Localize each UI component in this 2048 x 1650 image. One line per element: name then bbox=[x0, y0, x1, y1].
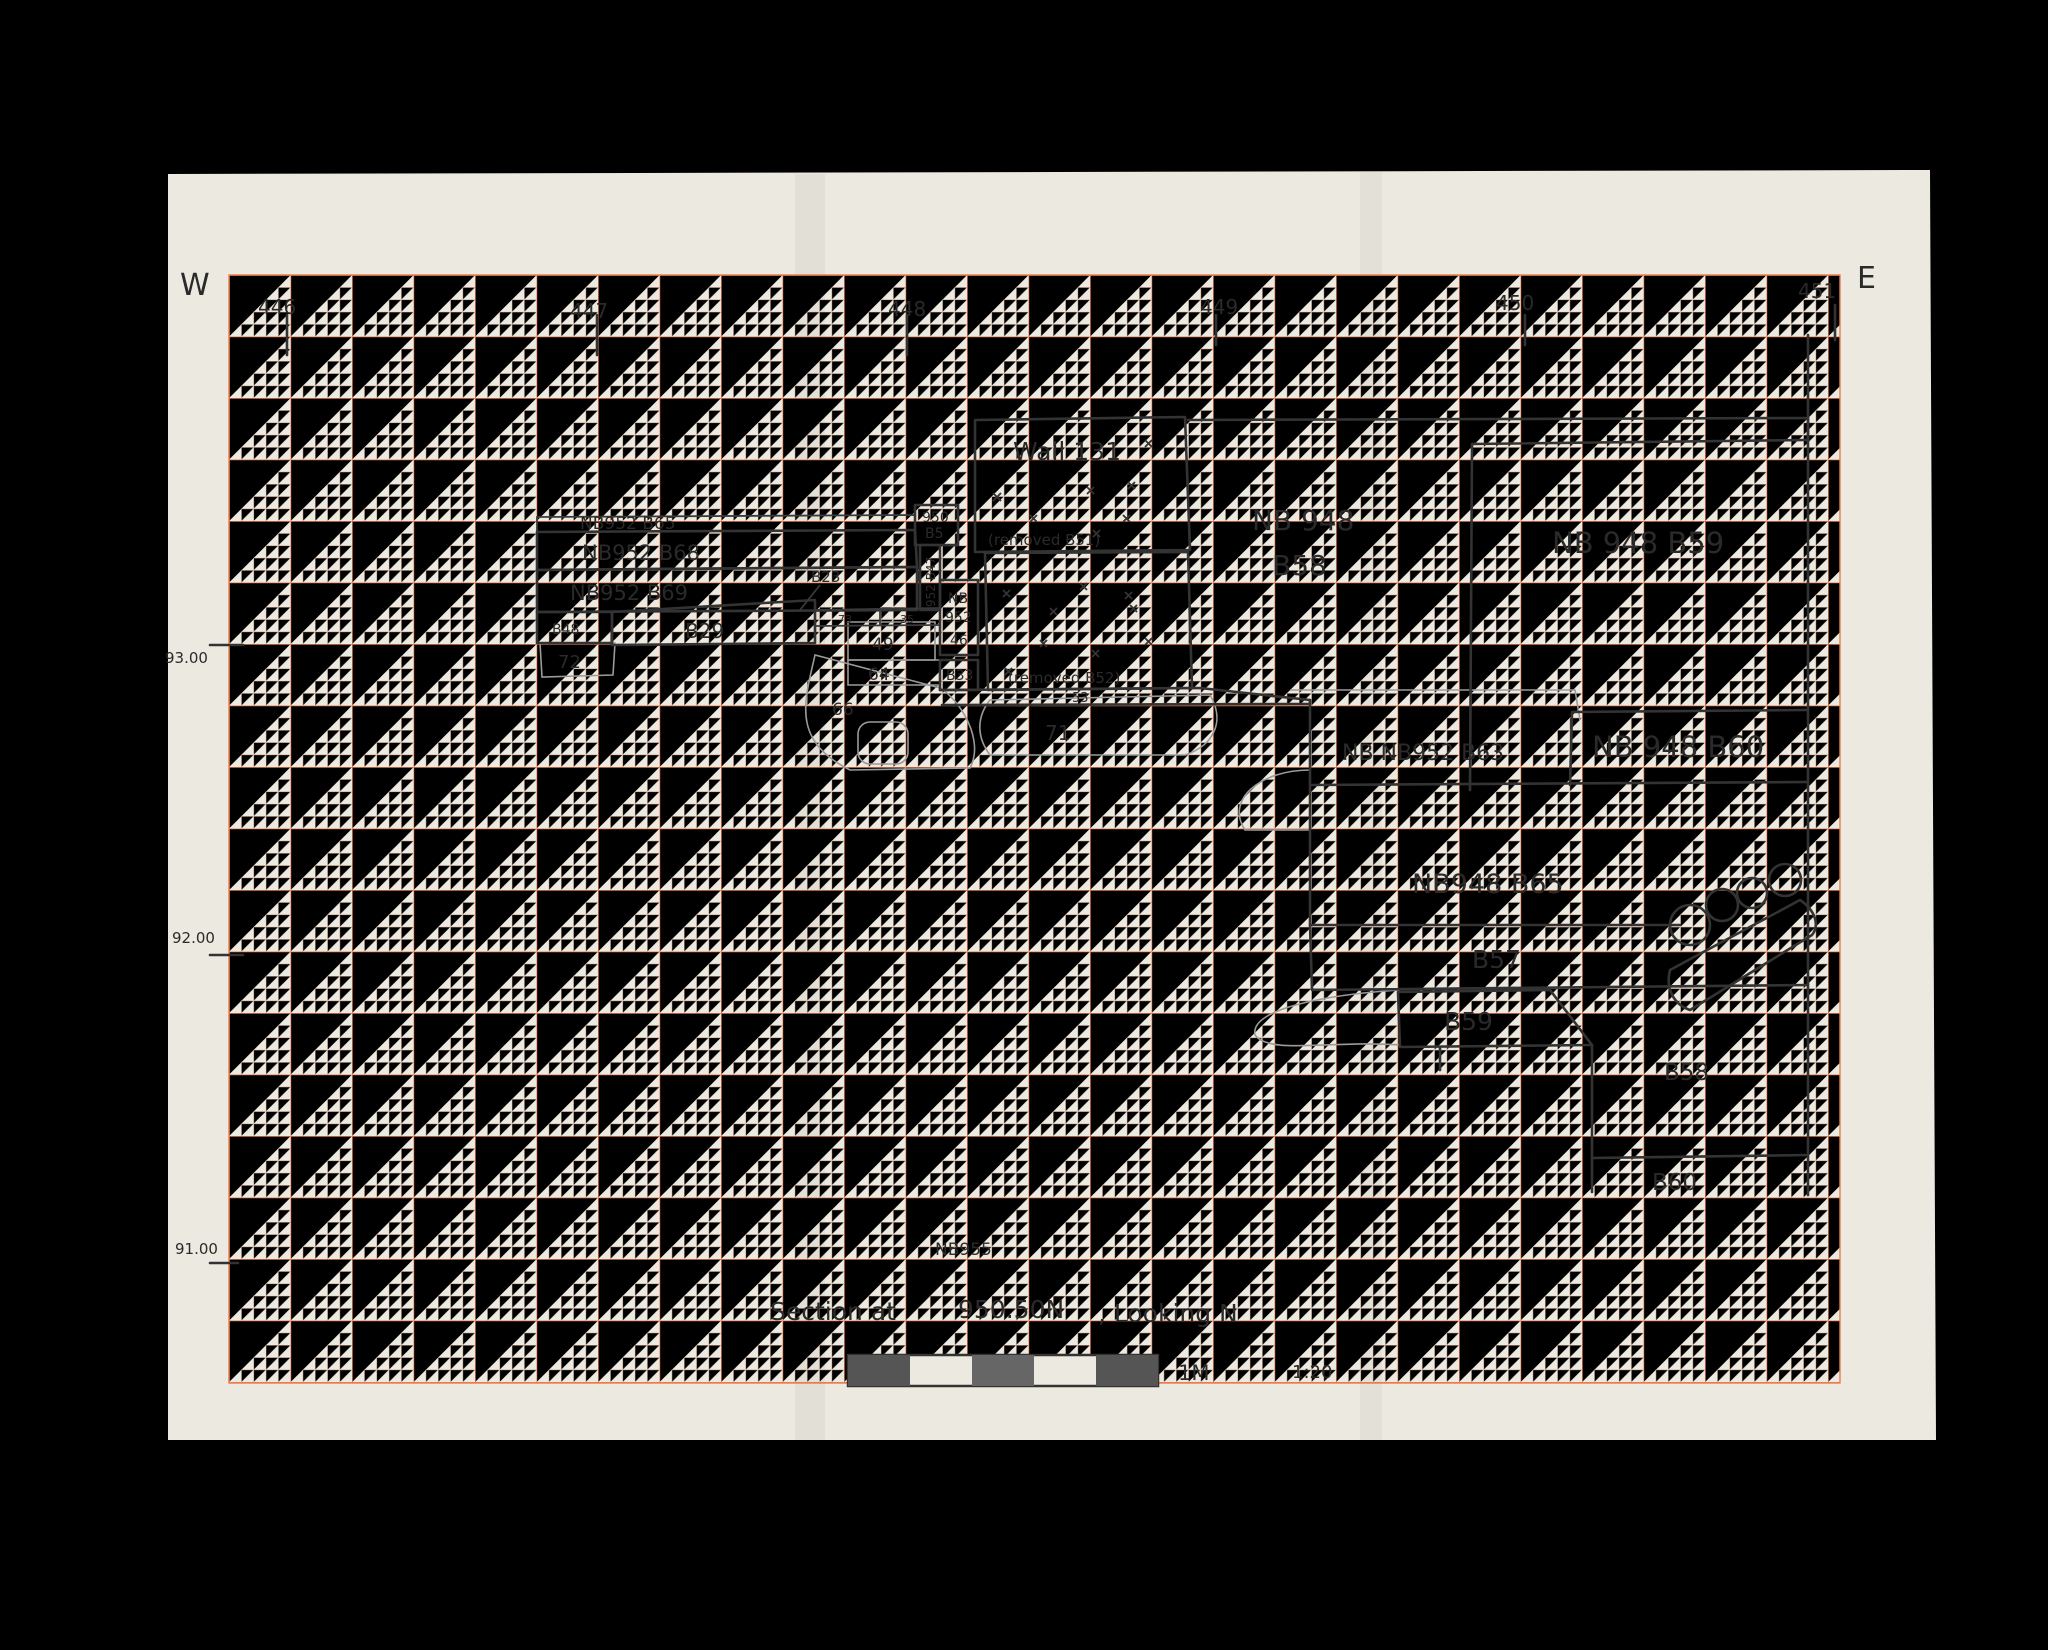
faint-outline-lower bbox=[1290, 689, 1581, 721]
elevation-label-92: 92.00 bbox=[172, 929, 215, 947]
label-removed-b51: (removed B51) bbox=[988, 531, 1100, 549]
caption-suffix: , Looking N bbox=[1098, 1299, 1238, 1328]
b60-layer-outline bbox=[1568, 708, 1810, 787]
stone-3 bbox=[1735, 876, 1769, 910]
notebook-reference: NB955 bbox=[935, 1240, 992, 1260]
scale-bar: 1M 1:20 bbox=[846, 1353, 1332, 1388]
scale-bar-segment-1 bbox=[848, 1355, 910, 1386]
label-72: 72 bbox=[558, 652, 581, 673]
label-73: 73 bbox=[838, 613, 852, 626]
label-b59: B59 bbox=[1444, 1007, 1493, 1036]
label-nb-952-46-b: 952 bbox=[945, 610, 972, 626]
b60-lower-boundary bbox=[1590, 1153, 1810, 1160]
stone-1 bbox=[1668, 903, 1712, 947]
b57-layer-outline bbox=[1308, 923, 1810, 992]
deposit-labels: Wall 131 (removed B51) (removed B52) NB … bbox=[552, 437, 1764, 1196]
label-b60: B60 bbox=[1652, 1170, 1697, 1196]
stone-slab bbox=[1667, 898, 1817, 1012]
label-removed-b52: (removed B52) bbox=[1008, 669, 1120, 687]
easting-label-448: 448 bbox=[888, 297, 926, 321]
label-nb-952-46-a: NB bbox=[948, 591, 968, 607]
label-nb948-b58: NB 948 bbox=[1252, 504, 1355, 537]
label-nb952-b69: NB952 B69 bbox=[570, 581, 688, 605]
b29-outline bbox=[610, 598, 817, 647]
label-950: 950 bbox=[922, 510, 949, 526]
label-b29: B29 bbox=[685, 619, 724, 643]
easting-label-447: 447 bbox=[570, 299, 608, 323]
easting-label-450: 450 bbox=[1496, 291, 1534, 315]
label-b23: B23 bbox=[811, 568, 840, 586]
b23-leader bbox=[799, 584, 821, 611]
scale-ratio: 1:20 bbox=[1292, 1362, 1332, 1383]
n950-b5-outline bbox=[913, 503, 960, 547]
faint-outline-71 bbox=[979, 694, 1218, 756]
label-35: 35 bbox=[900, 613, 914, 626]
scale-bar-length: 1M bbox=[1178, 1361, 1209, 1385]
label-64: 64 bbox=[868, 665, 890, 685]
label-b58: B58 bbox=[1664, 1060, 1709, 1086]
label-nb948-b59: NB 948 B59 bbox=[1552, 526, 1724, 560]
easting-label-449: 449 bbox=[1200, 295, 1238, 319]
stone-2 bbox=[1704, 887, 1740, 923]
elevation-label-93: 93.00 bbox=[165, 649, 208, 667]
label-71: 71 bbox=[1045, 721, 1070, 745]
caption-northing: 950.50N bbox=[958, 1295, 1064, 1324]
label-b57: B57 bbox=[1472, 945, 1521, 974]
label-b5: B5 bbox=[925, 526, 944, 542]
faint-outline-east bbox=[1238, 769, 1311, 831]
stone-4 bbox=[1767, 862, 1803, 898]
label-952-b47: 952 B47 bbox=[924, 557, 938, 607]
b59-block-outline bbox=[1468, 438, 1810, 792]
label-wall-131: Wall 131 bbox=[1013, 437, 1121, 466]
label-nb952-b65: NB952 B65 bbox=[580, 514, 676, 534]
label-b48: B48 bbox=[552, 622, 579, 638]
label-nb948-b60: NB 948 B60 bbox=[1592, 730, 1764, 764]
west-label: W bbox=[180, 268, 210, 303]
elevation-axis: 93.00 92.00 91.00 bbox=[165, 643, 245, 1265]
scale-bar-segment-5 bbox=[1096, 1355, 1158, 1386]
graph-grid bbox=[228, 274, 1841, 1384]
wall-stone-marks bbox=[992, 439, 1153, 676]
caption-prefix: Section at bbox=[770, 1297, 896, 1326]
easting-label-451: 451 bbox=[1798, 279, 1836, 303]
easting-axis: 446 447 448 449 450 451 bbox=[258, 279, 1837, 357]
faint-outline-66 bbox=[804, 654, 976, 771]
label-nb948-b65: NB948 B65 bbox=[1412, 869, 1564, 900]
easting-label-446: 446 bbox=[258, 295, 296, 319]
label-nb948-b58-b: B58 bbox=[1272, 549, 1327, 582]
east-label: E bbox=[1857, 261, 1876, 296]
label-53: 53 bbox=[1072, 691, 1089, 706]
nb-952-46-outline bbox=[938, 578, 980, 657]
wall-131-upper-stone bbox=[973, 415, 1192, 554]
label-66: 66 bbox=[832, 700, 854, 720]
nb952-b69-outline bbox=[535, 565, 919, 614]
west-deposit-stack bbox=[535, 503, 980, 692]
label-ghost-nb: NB NB952 B63 bbox=[1342, 741, 1504, 766]
label-49: 49 bbox=[872, 635, 894, 655]
faint-outline-southeast bbox=[1254, 989, 1401, 1047]
east-deposits bbox=[1186, 333, 1817, 1197]
label-nb952-b68: NB952 B68 bbox=[582, 541, 700, 565]
label-nb-952-46-c: 46 bbox=[950, 633, 968, 649]
faint-stone bbox=[857, 721, 909, 765]
label-b33: B33 bbox=[946, 668, 973, 684]
elevation-label-91: 91.00 bbox=[175, 1240, 218, 1258]
scale-bar-segment-3 bbox=[972, 1355, 1034, 1386]
